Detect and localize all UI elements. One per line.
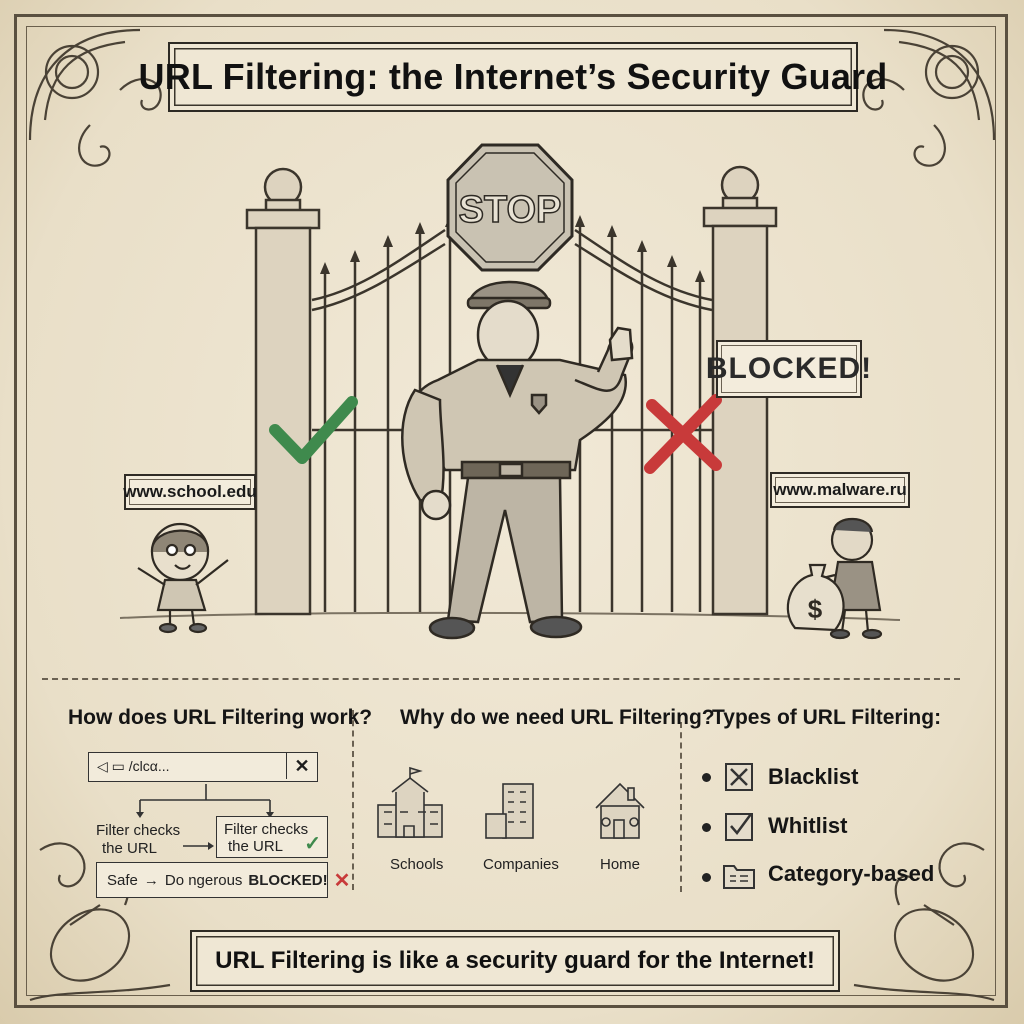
money-bag-icon: $ [786,563,845,632]
gate-illustration: STOP [119,143,901,640]
result-safe: Safe [107,871,138,889]
page-title: URL Filtering: the Internet’s Security G… [138,56,888,97]
how-heading: How does URL Filtering work? [68,706,373,729]
type-label-blacklist: Blacklist [768,764,859,789]
crossed-box-icon [724,762,754,792]
stop-sign-text: STOP [459,189,562,231]
step-right: Filter checks the URL [224,821,308,855]
types-heading: Types of URL Filtering: [712,706,942,729]
top-left-ornament [28,28,162,167]
section-divider [42,678,960,680]
address-bar-text: ◁ ▭ /clcα... [97,758,170,774]
gate-spikes [320,215,705,282]
title-banner: URL Filtering: the Internet’s Security G… [139,42,887,112]
address-bar: ◁ ▭ /clcα... ✕ [88,752,318,782]
office-building-icon [485,783,534,839]
step-right-box: Filter checks the URL ✓ [216,816,328,858]
top-right-ornament [862,28,996,167]
x-icon: ✕ [333,869,351,892]
folder-category-icon [722,860,756,890]
blocked-url-sign: www.malware.ru [770,472,910,508]
bullet [702,873,711,882]
type-label-category: Category-based [768,861,935,886]
step-left-line-2: the URL [102,840,158,857]
step-right-line-2: the URL [228,838,284,855]
stop-sign-icon: STOP [446,143,574,272]
family-home-icon [595,782,645,839]
why-label-companies: Companies [483,856,559,873]
step-right-line-1: Filter checks [224,821,309,838]
left-pillar [245,167,321,616]
allowed-url-sign: www.school.edu [123,474,257,510]
why-heading: Why do we need URL Filtering? [400,706,715,729]
checked-box-icon [724,810,754,841]
result-blocked: BLOCKED! [248,871,328,889]
outer-frame [14,14,1008,1008]
result-dangerous: Do ngerous [164,871,243,889]
allow-checkmark-icon [269,396,358,464]
step-left: Filter checks the URL [96,822,180,858]
bullet [702,823,711,832]
bottom-right-ornament [853,842,995,1002]
column-divider-right [680,722,682,892]
why-label-home: Home [600,856,641,873]
footer-banner: URL Filtering is like a security guard f… [190,930,840,992]
block-x-icon [644,394,722,474]
blocked-sign: BLOCKED! [706,340,871,398]
bullet [702,773,711,782]
school-building-icon [377,766,443,838]
why-label-schools: Schools [390,856,444,873]
right-pillar [702,165,778,616]
child-figure [137,522,229,634]
result-box: Safe → Do ngerous BLOCKED! ✕ [96,862,350,898]
step-left-line-1: Filter checks [96,822,181,839]
footer-text: URL Filtering is like a security guard f… [215,947,815,974]
column-divider-left [352,710,354,890]
money-bag-symbol: $ [808,594,823,624]
check-icon: ✓ [304,833,321,855]
close-icon: ✕ [286,753,317,779]
security-guard-figure [401,280,634,640]
result-arrow: → [143,871,159,889]
inner-frame [26,26,996,996]
type-label-whitelist: Whitlist [768,813,848,838]
